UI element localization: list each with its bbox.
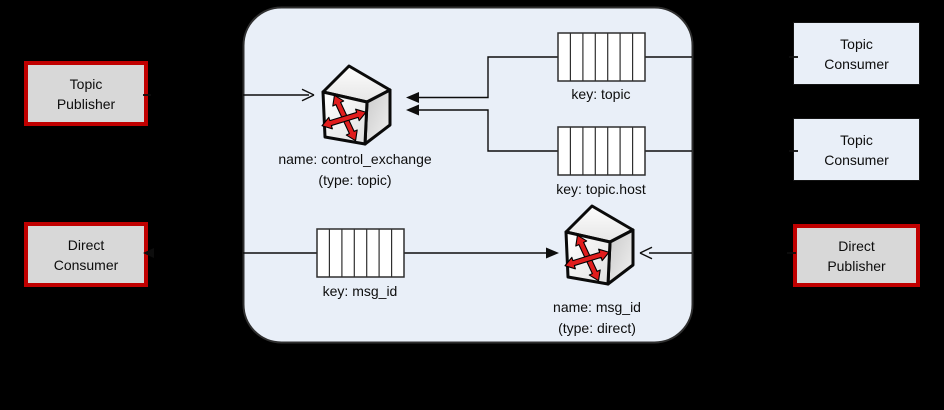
arrowhead-into-msgid-exchange-icon — [546, 247, 559, 259]
queue-msgid-icon — [316, 228, 405, 278]
topic-consumer-1-box: Topic Consumer — [793, 22, 920, 85]
open-arrowhead-left-icon — [639, 246, 653, 260]
queue-topic-host-icon — [557, 126, 646, 176]
arrowhead-into-control-exchange-2-icon — [406, 104, 419, 116]
flow-lines — [143, 56, 798, 260]
topic-consumer-2-box: Topic Consumer — [793, 118, 920, 181]
msgid-exchange-label: name: msg_id (type: direct) — [553, 299, 641, 336]
msgid-exchange-icon — [561, 204, 635, 286]
queue-topic-icon — [557, 32, 646, 82]
topic-publisher-box: Topic Publisher — [24, 61, 148, 126]
line-queue-topichost-to-exchange — [419, 109, 558, 152]
queue-msgid-label: key: msg_id — [322, 283, 398, 299]
control-exchange-label: name: control_exchange (type: topic) — [278, 151, 432, 188]
control-exchange-icon — [318, 64, 392, 146]
open-arrowhead-right-icon — [301, 88, 315, 102]
direct-consumer-box: Direct Consumer — [24, 222, 148, 287]
arrowhead-into-control-exchange-1-icon — [406, 92, 419, 103]
queue-topic-host-label: key: topic.host — [556, 181, 646, 197]
direct-publisher-box: Direct Publisher — [793, 224, 920, 287]
queue-topic-label: key: topic — [571, 86, 631, 102]
